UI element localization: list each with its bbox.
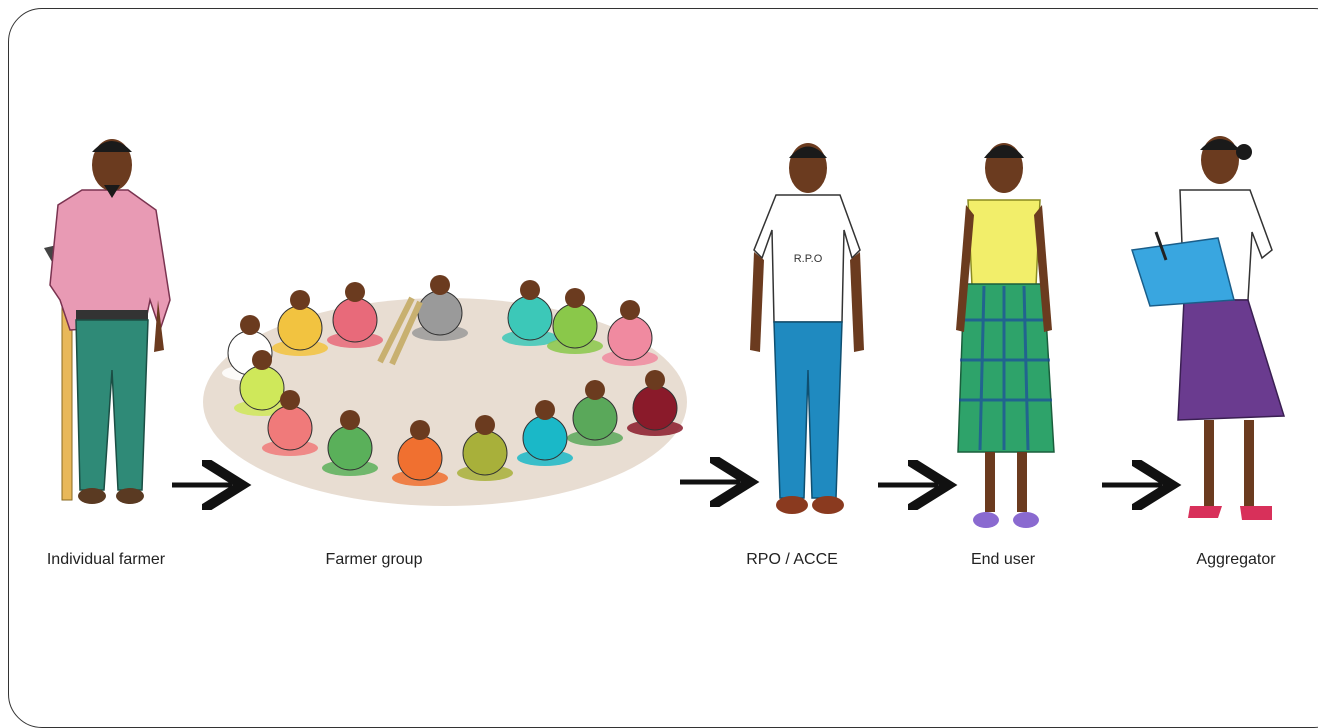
label-farmer-group: Farmer group <box>325 551 423 568</box>
seated-person <box>567 380 623 446</box>
seated-person <box>392 420 448 486</box>
seated-person <box>272 290 328 356</box>
label-end-user: End user <box>970 551 1036 568</box>
aggregator-figure <box>1131 136 1286 520</box>
individual-farmer-figure <box>44 139 171 504</box>
farmer-group-figure <box>203 275 687 506</box>
seated-person <box>457 415 513 481</box>
seated-person <box>322 410 378 476</box>
seated-person <box>517 400 573 466</box>
end-user-figure <box>956 143 1055 528</box>
seated-person <box>502 280 558 346</box>
seated-person <box>412 275 468 341</box>
rpo-acce-figure: R.P.O <box>750 143 864 514</box>
label-rpo-acce: RPO / ACCE <box>746 551 838 568</box>
seated-person <box>547 288 603 354</box>
seated-person <box>627 370 683 436</box>
label-individual-farmer: Individual farmer <box>46 551 166 568</box>
rpo-shirt-text: R.P.O <box>794 253 823 265</box>
seated-person <box>327 282 383 348</box>
seated-person <box>262 390 318 456</box>
seated-person <box>602 300 658 366</box>
label-aggregator: Aggregator <box>1196 551 1276 568</box>
value-chain-diagram: R.P.O <box>44 136 1286 568</box>
